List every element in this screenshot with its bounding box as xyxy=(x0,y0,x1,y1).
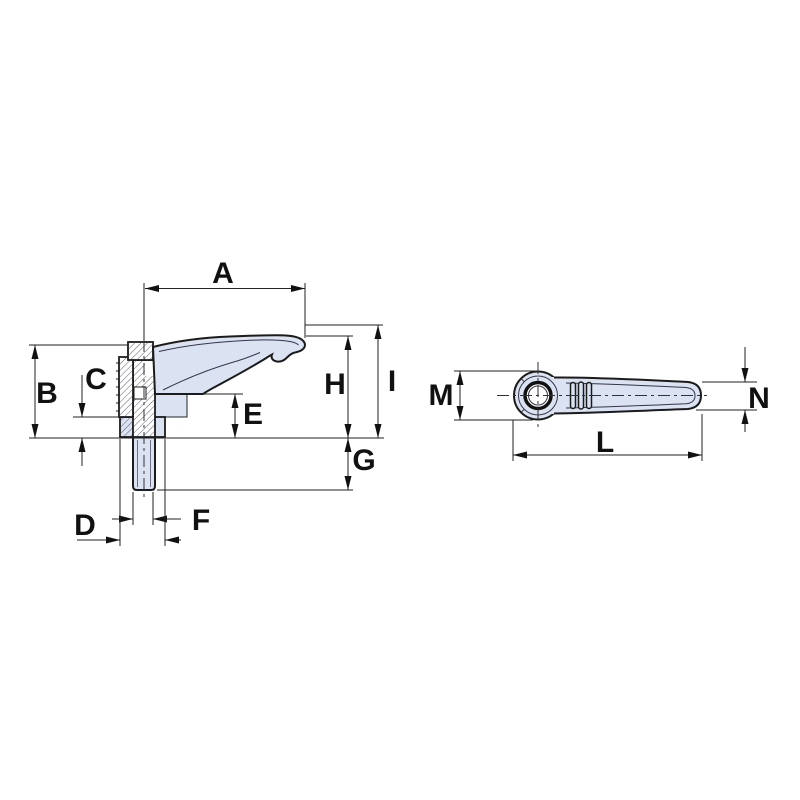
hub-facet-line xyxy=(520,408,525,413)
dim-label-d: D xyxy=(74,509,96,542)
top-view: M N L xyxy=(429,347,770,461)
dim-label-m: M xyxy=(429,379,454,412)
dim-label-i: I xyxy=(388,365,396,398)
dim-label-c: C xyxy=(85,363,107,396)
serrated-washer xyxy=(116,356,134,418)
dimension-lines-top-view xyxy=(454,347,757,461)
dim-label-a: A xyxy=(212,257,234,290)
hub-facet-line xyxy=(520,378,525,383)
lever-arm-outline xyxy=(553,376,703,415)
dim-label-f: F xyxy=(192,504,210,537)
handle-top-facet-line xyxy=(158,339,299,352)
dim-label-l: L xyxy=(596,426,614,459)
dim-label-h: H xyxy=(324,368,346,401)
dim-label-n: N xyxy=(748,382,770,415)
dimension-lines-side-view xyxy=(29,283,384,546)
dim-label-e: E xyxy=(243,398,263,431)
lever-handle xyxy=(151,334,306,395)
dim-label-b: B xyxy=(36,377,58,410)
hub-cap xyxy=(127,341,154,361)
lever-base xyxy=(155,394,188,418)
side-view: A B C D E F G H I xyxy=(29,257,396,546)
dim-label-g: G xyxy=(352,444,375,477)
handle-lower-facet-line xyxy=(162,352,261,391)
lever-arm-inner-line xyxy=(565,382,696,409)
